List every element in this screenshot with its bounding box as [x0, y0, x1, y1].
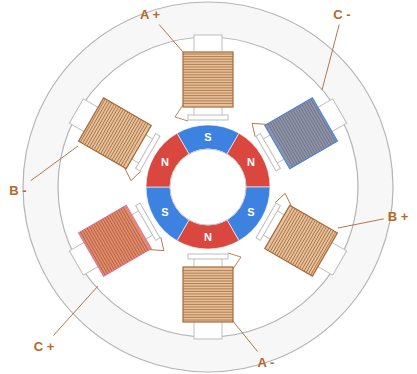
winding-turn: [183, 69, 233, 70]
coil-winding: [265, 205, 338, 276]
winding-turn: [121, 122, 146, 165]
stator-coil: [60, 89, 163, 182]
winding-turn: [183, 304, 233, 305]
lead-wire: [175, 105, 188, 121]
lead-wire: [147, 237, 167, 256]
coil-winding: [79, 205, 152, 276]
winding-turn: [183, 64, 233, 65]
coil-winding: [183, 267, 233, 322]
winding-turn: [270, 208, 295, 251]
magnet-pole-label: N: [204, 231, 212, 243]
magnet-pole-label: S: [161, 206, 168, 218]
winding-turn: [183, 275, 233, 276]
winding-turn: [183, 82, 233, 83]
winding-turn: [272, 210, 297, 253]
winding-turn: [272, 121, 297, 164]
winding-turn: [268, 207, 293, 250]
winding-turn: [183, 288, 233, 289]
winding-turn: [183, 90, 233, 91]
winding-turn: [183, 291, 233, 292]
winding-turn: [183, 95, 233, 96]
coil-winding: [79, 98, 152, 169]
phase-label: C +: [34, 339, 55, 354]
winding-turn: [183, 320, 233, 321]
winding-turn: [183, 281, 233, 282]
winding-turn: [270, 122, 295, 165]
stator-bore: [58, 37, 358, 337]
winding-turn: [119, 121, 144, 164]
stator-coil: [175, 35, 233, 121]
leader-wire: [53, 286, 98, 336]
winding-turn: [119, 210, 144, 253]
magnet-pole-label: S: [247, 206, 254, 218]
leader-wire: [338, 219, 384, 228]
winding-turn: [183, 98, 233, 99]
phase-label: B +: [388, 209, 409, 224]
leader-wire: [322, 25, 339, 91]
lead-wire: [249, 117, 269, 136]
winding-turn: [121, 208, 146, 251]
leader-wire: [31, 146, 78, 181]
lead-wire: [228, 253, 241, 269]
tooth-shoe: [188, 115, 228, 120]
coil-winding: [183, 52, 233, 107]
coil-winding: [265, 98, 338, 169]
winding-turn: [183, 296, 233, 297]
lead-wire: [120, 163, 140, 182]
winding-turn: [183, 54, 233, 55]
winding-turn: [183, 294, 233, 295]
magnet-pole-label: S: [204, 131, 211, 143]
stator-coil: [183, 253, 241, 339]
lead-wire: [275, 191, 295, 210]
winding-turn: [183, 278, 233, 279]
winding-turn: [183, 309, 233, 310]
winding-turn: [183, 286, 233, 287]
winding-turn: [183, 59, 233, 60]
magnet-pole-label: N: [247, 156, 255, 168]
winding-turn: [123, 124, 148, 167]
winding-turn: [183, 72, 233, 73]
winding-turn: [183, 307, 233, 308]
winding-turn: [183, 67, 233, 68]
leader-wire: [159, 25, 183, 53]
phase-label: A -: [258, 355, 275, 370]
winding-turn: [183, 299, 233, 300]
winding-turn: [183, 314, 233, 315]
winding-turn: [183, 283, 233, 284]
winding-turn: [183, 85, 233, 86]
winding-turn: [183, 56, 233, 57]
phase-label: B -: [9, 183, 26, 198]
winding-turn: [183, 100, 233, 101]
winding-turn: [183, 317, 233, 318]
winding-turn: [123, 207, 148, 250]
stator-coil: [253, 191, 356, 284]
leader-wire: [232, 320, 258, 352]
winding-turn: [183, 80, 233, 81]
phase-label: C -: [333, 7, 350, 22]
magnet-pole-label: N: [161, 156, 169, 168]
winding-turn: [183, 270, 233, 271]
winding-turn: [183, 74, 233, 75]
winding-turn: [183, 301, 233, 302]
rotor-shaft-bore: [170, 149, 246, 225]
winding-turn: [183, 273, 233, 274]
winding-turn: [268, 124, 293, 167]
stator-yoke: [23, 2, 393, 372]
phase-label: A +: [140, 7, 160, 22]
winding-turn: [183, 312, 233, 313]
winding-turn: [183, 103, 233, 104]
winding-turn: [183, 87, 233, 88]
winding-turn: [183, 77, 233, 78]
winding-turn: [183, 93, 233, 94]
tooth-shoe: [188, 254, 228, 259]
winding-turn: [183, 61, 233, 62]
